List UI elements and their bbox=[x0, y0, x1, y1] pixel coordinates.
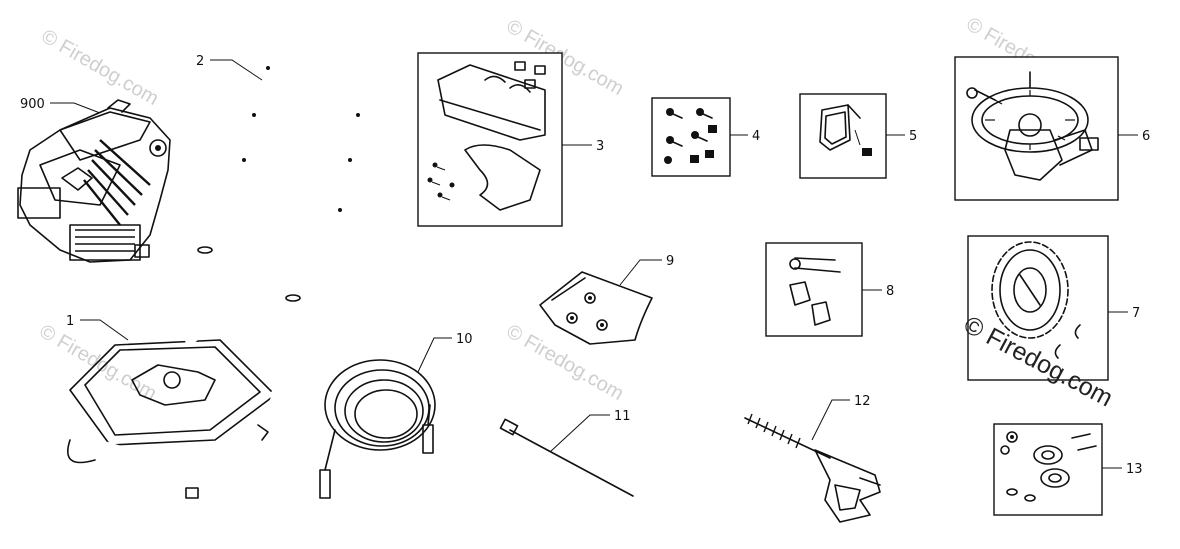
part-pump bbox=[954, 56, 1119, 201]
part-frame bbox=[45, 245, 301, 499]
part-hardware-bag bbox=[539, 271, 653, 345]
callout-7: 7 bbox=[1132, 306, 1140, 321]
leader-line bbox=[619, 259, 662, 286]
callout-11: 11 bbox=[614, 409, 631, 424]
part-clip-kit bbox=[799, 93, 887, 179]
watermark-text: © Firedog.com bbox=[503, 320, 628, 405]
callout-6: 6 bbox=[1142, 129, 1150, 144]
callout-1: 1 bbox=[66, 314, 74, 329]
part-wand bbox=[499, 418, 634, 497]
callout-3: 3 bbox=[596, 139, 604, 154]
callout-12: 12 bbox=[854, 394, 871, 409]
part-bolt-kit bbox=[651, 97, 731, 177]
part-wheel-hardware-kit bbox=[993, 423, 1103, 516]
leader-line bbox=[210, 59, 263, 81]
callout-900: 900 bbox=[20, 97, 45, 112]
watermark-text: © Firedog.com bbox=[38, 25, 163, 110]
part-engine bbox=[17, 99, 171, 263]
part-wheel bbox=[967, 235, 1109, 381]
part-handle bbox=[232, 24, 378, 280]
part-axle-kit bbox=[765, 242, 863, 337]
part-bracket-kit bbox=[417, 52, 563, 227]
callout-8: 8 bbox=[886, 284, 894, 299]
callout-4: 4 bbox=[752, 129, 760, 144]
callout-5: 5 bbox=[909, 129, 917, 144]
callout-13: 13 bbox=[1126, 462, 1143, 477]
leader-line bbox=[50, 102, 101, 114]
part-gun bbox=[744, 413, 881, 523]
leader-line bbox=[417, 337, 452, 373]
callout-9: 9 bbox=[666, 254, 674, 269]
callout-2: 2 bbox=[196, 54, 204, 69]
leader-line bbox=[811, 399, 850, 441]
leader-line bbox=[80, 319, 129, 341]
part-hose bbox=[319, 359, 436, 499]
callout-10: 10 bbox=[456, 332, 473, 347]
leader-line bbox=[549, 414, 610, 453]
